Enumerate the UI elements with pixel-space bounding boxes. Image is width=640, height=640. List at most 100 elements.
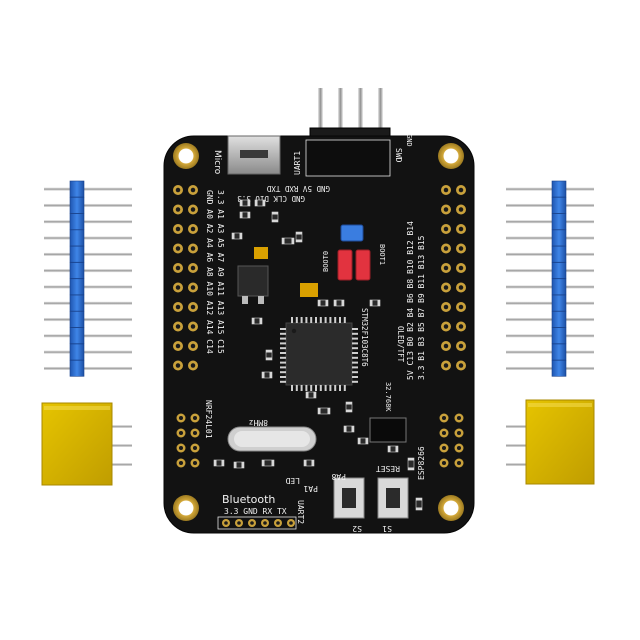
solder-pad-hole <box>190 363 196 368</box>
mcu-pin <box>310 317 313 323</box>
mcu-pin <box>329 385 332 391</box>
smd-terminal <box>334 300 337 306</box>
smd-terminal <box>252 318 255 324</box>
header-pin <box>44 334 132 338</box>
solder-pad-hole <box>458 246 464 251</box>
header-block <box>551 180 567 198</box>
solder-pad-hole <box>276 521 280 525</box>
left-blue-pin-header <box>44 180 132 377</box>
header-block <box>69 229 85 247</box>
solder-pad-hole <box>443 226 449 232</box>
header-block <box>551 245 567 263</box>
header-pin <box>44 301 132 305</box>
solder-pad-hole <box>175 304 181 310</box>
solder-pad-hole <box>456 445 462 451</box>
solder-pad-hole <box>175 207 181 212</box>
mcu-pin <box>352 356 358 359</box>
mcu-pin <box>280 356 286 359</box>
mcu-pin <box>324 385 327 391</box>
smd-terminal <box>247 212 250 218</box>
boot1-label: BOOT1 <box>378 244 386 265</box>
smd-terminal <box>241 462 244 468</box>
smd-terminal <box>346 409 352 412</box>
uart1-pins-label: GND 5V RXD TXD <box>266 184 330 193</box>
header-block <box>69 180 85 198</box>
solder-pad-hole <box>190 246 196 251</box>
mcu-pin <box>343 385 346 391</box>
left-row2-label: 3.3 A1 A3 A5 A7 A9 A11 A13 A15 C15 <box>216 190 225 354</box>
smd-terminal <box>408 467 414 470</box>
smd-terminal <box>365 438 368 444</box>
header-block <box>69 311 85 328</box>
solder-pad-hole <box>458 343 464 349</box>
header-pin <box>506 350 594 354</box>
smd-terminal <box>327 408 330 414</box>
solder-pad-hole <box>458 285 464 290</box>
smd-terminal <box>408 458 414 461</box>
mounting-hole-bl <box>173 495 199 521</box>
left-row1-label: GND A0 A2 A4 A6 A8 A10 A12 A14 C14 <box>205 190 214 354</box>
smd-terminal <box>262 372 265 378</box>
solder-pad-hole <box>458 324 464 329</box>
header-pin <box>506 269 594 273</box>
mcu-pin <box>319 317 322 323</box>
solder-pad-hole <box>175 246 181 251</box>
mcu-pin <box>339 385 341 391</box>
pa1-label: PA1 <box>303 484 318 493</box>
mcu-pin <box>280 347 286 350</box>
smd-terminal <box>296 239 302 242</box>
mounting-hole-tl <box>173 143 199 169</box>
swd-pins-label: GND CLK DIO 3.3 <box>237 194 305 203</box>
solder-pad-hole <box>175 187 181 193</box>
solder-pad-hole <box>190 187 196 193</box>
solder-pad-hole <box>263 521 267 525</box>
header-pin <box>44 317 132 322</box>
mcu-pin <box>319 385 322 391</box>
mcu-chip-icon <box>280 317 358 391</box>
solder-pad-hole <box>175 285 181 290</box>
header-pin <box>44 220 132 224</box>
smd-terminal <box>214 460 217 466</box>
right-pad-rows <box>441 185 466 371</box>
mcu-pin <box>334 385 337 391</box>
header-block <box>69 359 85 377</box>
header-pin <box>506 317 594 322</box>
smd-terminal <box>255 200 258 206</box>
solder-pad-hole <box>192 430 198 436</box>
mcu-pin <box>305 385 308 391</box>
mcu-pin <box>343 317 346 323</box>
mcu-pin <box>295 385 298 391</box>
header-block <box>551 294 567 312</box>
smd-terminal <box>351 426 354 432</box>
header-pin <box>44 269 132 273</box>
smd-terminal <box>358 438 361 444</box>
esp-label: ESP8266 <box>417 446 426 480</box>
nrf-pads <box>176 413 200 468</box>
header-block <box>69 278 85 296</box>
header-pin <box>506 366 594 370</box>
solder-pad-hole <box>458 226 464 232</box>
pushbutton-icon <box>333 477 409 519</box>
usb-label: Micro <box>212 150 222 175</box>
solder-pad-hole <box>190 226 196 232</box>
mcu-pin <box>280 337 286 340</box>
s1-label: S1 <box>382 524 392 533</box>
mcu-pin <box>352 328 358 330</box>
smd-terminal <box>282 238 285 244</box>
smd-terminal <box>262 460 265 466</box>
header-block <box>551 343 567 361</box>
mounting-hole-tr <box>438 143 464 169</box>
solder-pad-hole <box>175 265 181 271</box>
header-block <box>69 197 85 214</box>
smd-terminal <box>259 318 262 324</box>
mcu-pin <box>352 332 358 335</box>
smd-terminal <box>304 460 307 466</box>
header-pin <box>44 236 132 240</box>
mcu-pin <box>300 317 303 323</box>
smd-terminal <box>377 300 380 306</box>
solder-pad-hole <box>190 343 196 349</box>
smd-terminal <box>346 402 352 405</box>
smd-terminal <box>318 300 321 306</box>
mcu-pin <box>352 337 358 340</box>
